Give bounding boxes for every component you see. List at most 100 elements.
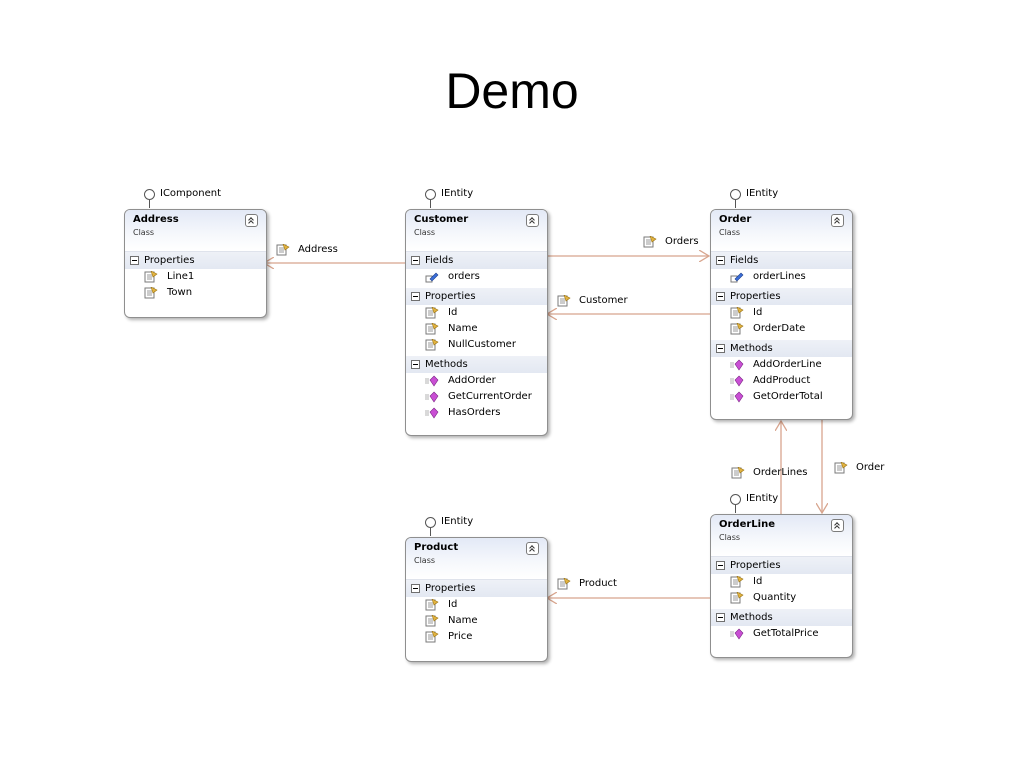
section-header-methods[interactable]: Methods [711,609,852,626]
property-icon [730,323,744,335]
section-toggle-icon[interactable] [716,292,725,301]
section-toggle-icon[interactable] [716,256,725,265]
section-toggle-icon[interactable] [716,344,725,353]
association-label-text: OrderLines [753,467,808,478]
member-properties[interactable]: Line1 [125,269,266,285]
class-name: Address [133,214,179,225]
section-header-properties[interactable]: Properties [406,580,547,597]
member-properties[interactable]: Town [125,285,266,301]
member-name: Id [448,599,458,610]
property-icon [731,467,745,479]
section-title: Properties [425,291,476,302]
interface-lollipop-icon [730,494,741,505]
association-label-address[interactable]: Address [276,243,338,257]
member-methods[interactable]: AddOrder [406,373,547,389]
method-icon [425,407,439,419]
field-icon [425,272,439,283]
section-header-properties[interactable]: Properties [125,252,266,269]
collapse-chevron-icon[interactable] [831,519,844,532]
collapse-chevron-icon[interactable] [831,214,844,227]
section-title: Methods [730,343,773,354]
association-label-order[interactable]: Order [834,461,884,475]
member-properties[interactable]: Name [406,321,547,337]
member-properties[interactable]: NullCustomer [406,337,547,353]
member-methods[interactable]: HasOrders [406,405,547,421]
section-toggle-icon[interactable] [130,256,139,265]
member-properties[interactable]: OrderDate [711,321,852,337]
section-title: Fields [730,255,759,266]
collapse-chevron-icon[interactable] [245,214,258,227]
association-label-text: Order [856,462,885,473]
member-properties[interactable]: Id [711,305,852,321]
member-fields[interactable]: orderLines [711,269,852,285]
member-methods[interactable]: GetOrderTotal [711,389,852,405]
association-label-product[interactable]: Product [557,577,617,591]
section-toggle-icon[interactable] [411,360,420,369]
interface-label: IEntity [746,493,779,504]
section-header-properties[interactable]: Properties [406,288,547,305]
association-label-orderlines[interactable]: OrderLines [731,466,807,480]
method-icon [730,375,744,387]
section-header-methods[interactable]: Methods [711,340,852,357]
property-icon [425,615,439,627]
member-methods[interactable]: GetCurrentOrder [406,389,547,405]
member-properties[interactable]: Price [406,629,547,645]
member-name: OrderDate [753,323,806,334]
member-methods[interactable]: AddProduct [711,373,852,389]
property-icon [730,307,744,319]
collapse-chevron-icon[interactable] [526,542,539,555]
class-kind: Class [414,228,436,237]
association-label-customer[interactable]: Customer [557,294,628,308]
member-methods[interactable]: GetTotalPrice [711,626,852,642]
member-name: Id [753,576,763,587]
member-name: Line1 [167,271,195,282]
class-kind: Class [719,533,741,542]
section-title: Properties [144,255,195,266]
section-toggle-icon[interactable] [716,613,725,622]
member-properties[interactable]: Id [406,305,547,321]
class-kind: Class [719,228,741,237]
section-title: Fields [425,255,454,266]
method-icon [425,375,439,387]
member-properties[interactable]: Quantity [711,590,852,606]
property-icon [730,592,744,604]
member-methods[interactable]: AddOrderLine [711,357,852,373]
section-header-properties[interactable]: Properties [711,557,852,574]
property-icon [425,323,439,335]
member-fields[interactable]: orders [406,269,547,285]
section-header-fields[interactable]: Fields [711,252,852,269]
section-title: Properties [730,560,781,571]
section-toggle-icon[interactable] [716,561,725,570]
member-properties[interactable]: Name [406,613,547,629]
class-kind: Class [414,556,436,565]
property-icon [144,271,158,283]
member-properties[interactable]: Id [406,597,547,613]
member-name: Id [448,307,458,318]
member-name: GetOrderTotal [753,391,823,402]
section-header-properties[interactable]: Properties [711,288,852,305]
association-label-orders[interactable]: Orders [643,235,699,249]
collapse-chevron-icon[interactable] [526,214,539,227]
section-toggle-icon[interactable] [411,292,420,301]
member-name: AddOrderLine [753,359,822,370]
member-name: HasOrders [448,407,501,418]
member-name: Name [448,615,478,626]
property-icon [730,576,744,588]
section-header-fields[interactable]: Fields [406,252,547,269]
section-toggle-icon[interactable] [411,584,420,593]
class-name: OrderLine [719,519,776,530]
section-toggle-icon[interactable] [411,256,420,265]
property-icon [144,287,158,299]
section-header-methods[interactable]: Methods [406,356,547,373]
interface-label: IEntity [441,516,474,527]
property-icon [643,236,657,248]
property-icon [276,244,290,256]
member-properties[interactable]: Id [711,574,852,590]
